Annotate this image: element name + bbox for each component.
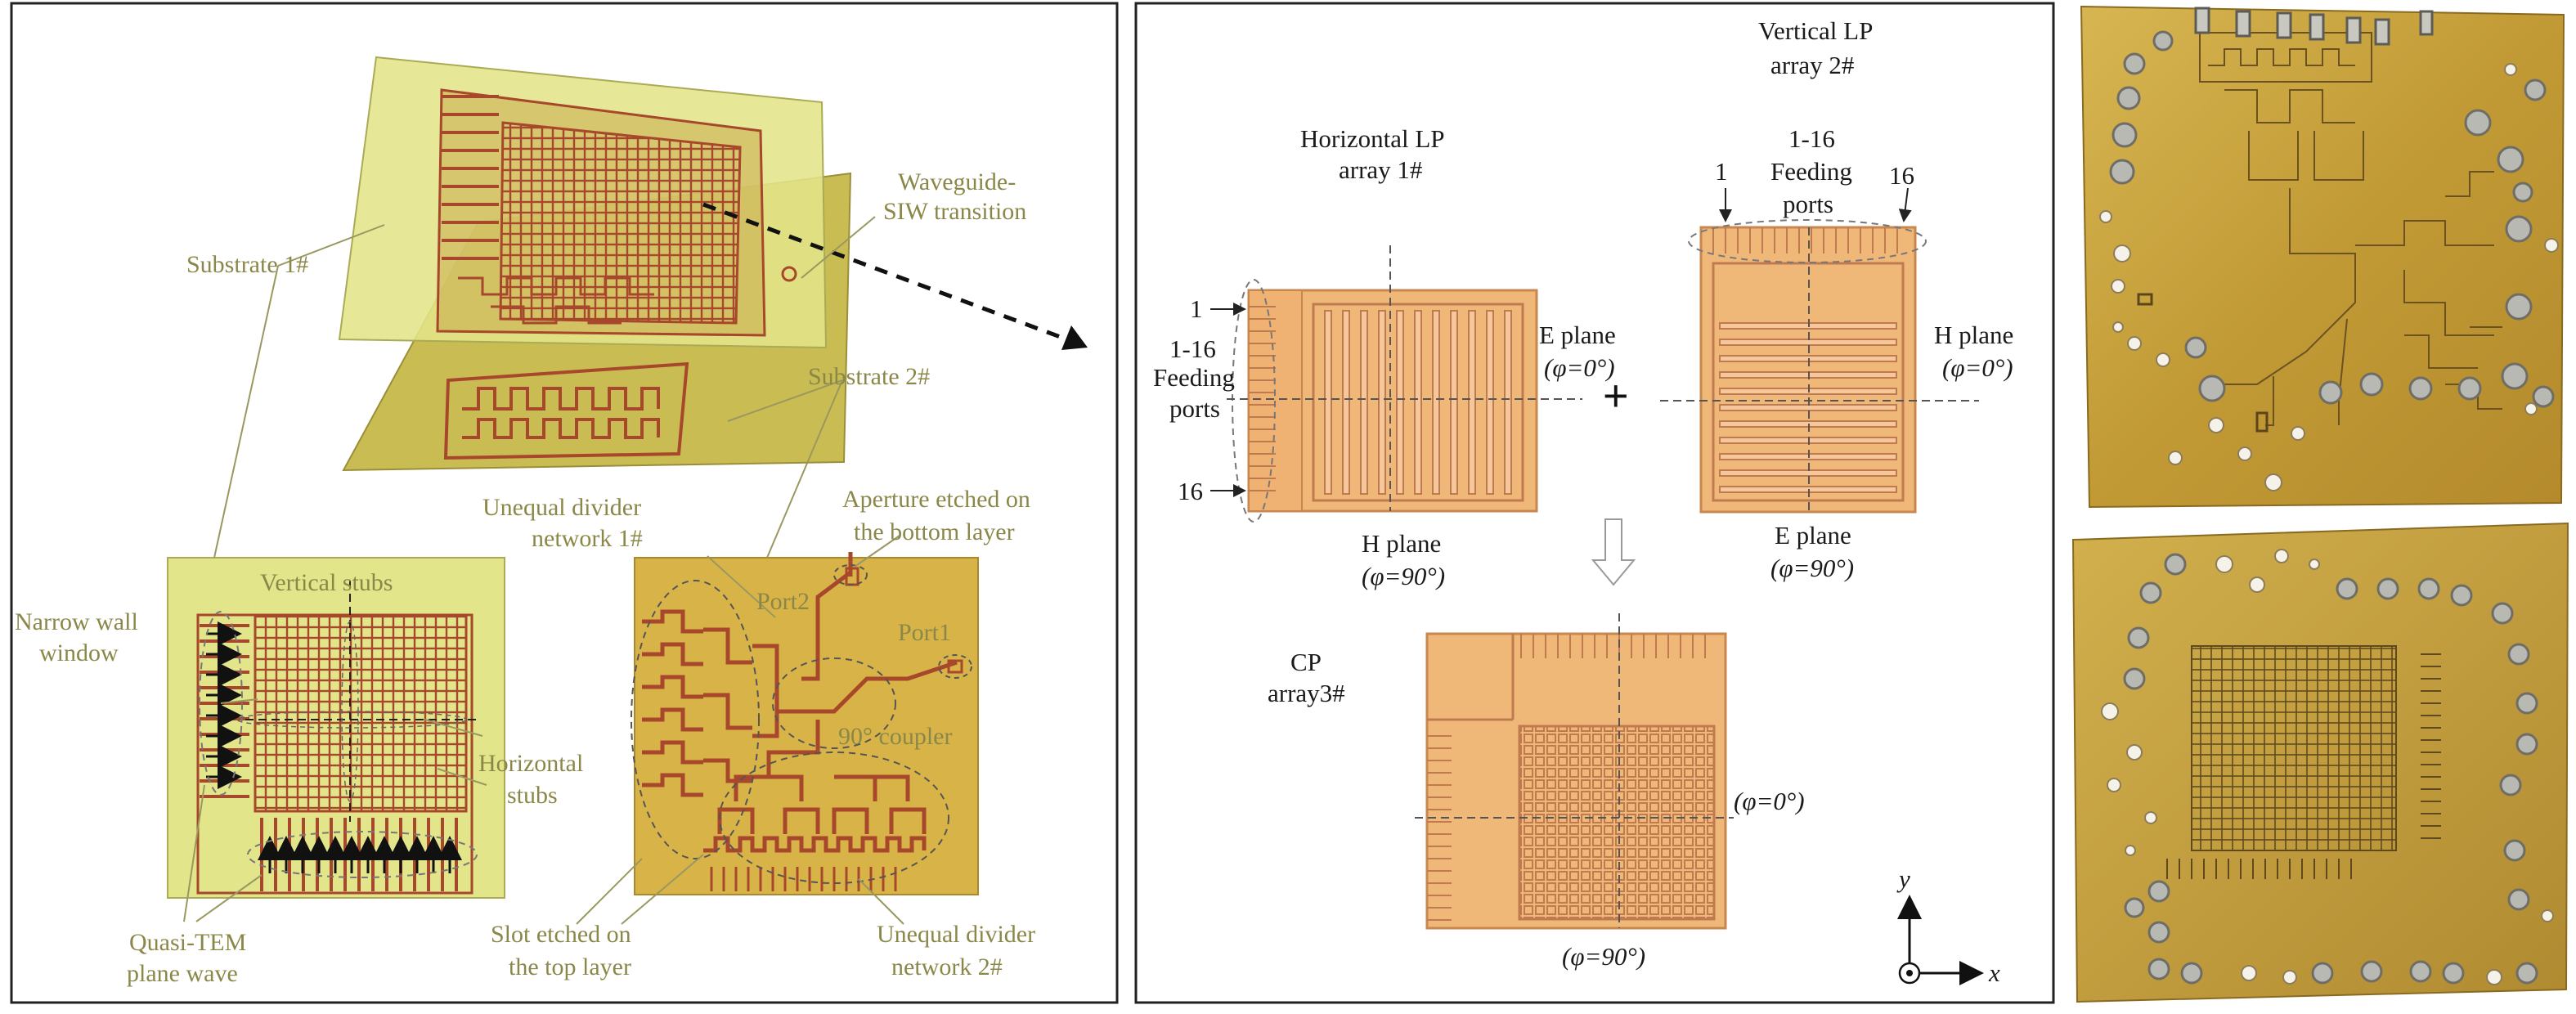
label-v-e-phi: (φ=90°) [1770,554,1854,582]
label-quasi-line2: plane wave [127,960,238,987]
prototype-photo-top [2069,3,2569,510]
port-indicator-arrows [1210,187,1912,497]
label-horizontal-line2: stubs [507,782,558,809]
arrow-head [1061,325,1088,350]
label-v-port-last: 16 [1889,161,1914,190]
label-h-e-phi: (φ=0°) [1544,353,1615,382]
label-h-port-first: 1 [1190,294,1203,323]
label-h-feed-line2: Feeding [1153,363,1235,392]
label-h-h-phi: (φ=90°) [1362,562,1445,590]
label-h-port-last: 16 [1178,477,1203,505]
label-h-e-plane: E plane [1539,321,1616,349]
label-aperture-line2: the bottom layer [854,518,1015,545]
exploded-antenna-view [338,56,852,472]
label-h-feed-line3: ports [1169,394,1220,423]
label-h-h-plane: H plane [1362,529,1441,558]
label-narrow-line1: Narrow wall [15,608,138,635]
label-substrate2: Substrate 2# [808,363,930,390]
exploded-to-array-arrow [702,202,1079,346]
label-v-e-plane: E plane [1775,521,1851,550]
label-v-array-line1: Vertical LP [1758,16,1873,45]
label-v-h-phi: (φ=0°) [1942,353,2013,382]
coordinate-axes [1897,895,1984,985]
label-cp-line1: CP [1290,648,1322,676]
label-v-port-first: 1 [1715,157,1728,186]
label-v-feed-line1: 1-16 [1788,124,1835,153]
label-slot-line2: the top layer [509,953,631,980]
label-quasi-line1: Quasi-TEM [129,929,246,956]
label-v-feed-line3: ports [1783,190,1833,218]
label-waveguide-line2: SIW transition [883,198,1026,225]
label-unequal2-line1: Unequal divider [877,921,1035,948]
photo-slot-grid [2191,645,2397,851]
label-h-array-line1: Horizontal LP [1300,124,1445,153]
substrate2-inset [631,552,979,895]
label-vertical-stubs: Vertical stubs [260,569,393,596]
label-coupler: 90° coupler [838,723,952,750]
axis-y-label: y [1896,864,1910,893]
label-substrate1: Substrate 1# [186,251,308,278]
left-leader-lines [183,216,904,925]
horizontal-lp-array [1227,245,1582,523]
label-aperture-line1: Aperture etched on [842,486,1030,513]
label-cp-phi0: (φ=0°) [1734,787,1805,815]
label-cp-phi90: (φ=90°) [1562,942,1645,971]
prototype-photo-bottom [2069,520,2569,1004]
vertical-lp-array [1660,219,1979,514]
axis-x-label: x [1988,958,2000,987]
slot-grid-inset [254,613,468,813]
label-port1: Port1 [898,619,951,646]
label-v-h-plane: H plane [1934,321,2013,349]
combine-arrow [1591,518,1636,586]
label-narrow-line2: window [39,639,119,666]
slot-grid-3d [499,121,742,325]
label-waveguide-line1: Waveguide- [898,168,1016,195]
label-unequal2-line2: network 2# [891,953,1003,980]
label-h-array-line2: array 1# [1339,155,1422,184]
label-v-feed-line2: Feeding [1770,157,1852,186]
plus-sign: + [1603,371,1629,420]
substrate1-inset [167,557,505,899]
label-h-feed-line1: 1-16 [1169,334,1216,363]
label-port2: Port2 [756,588,810,615]
label-unequal1-line1: Unequal divider [482,494,641,521]
cp-array [1415,613,1734,930]
label-unequal1-line2: network 1# [532,525,643,552]
label-v-array-line2: array 2# [1770,51,1854,79]
label-horizontal-line1: Horizontal [478,750,583,777]
label-slot-line1: Slot etched on [491,921,631,948]
label-cp-line2: array3# [1268,679,1345,707]
